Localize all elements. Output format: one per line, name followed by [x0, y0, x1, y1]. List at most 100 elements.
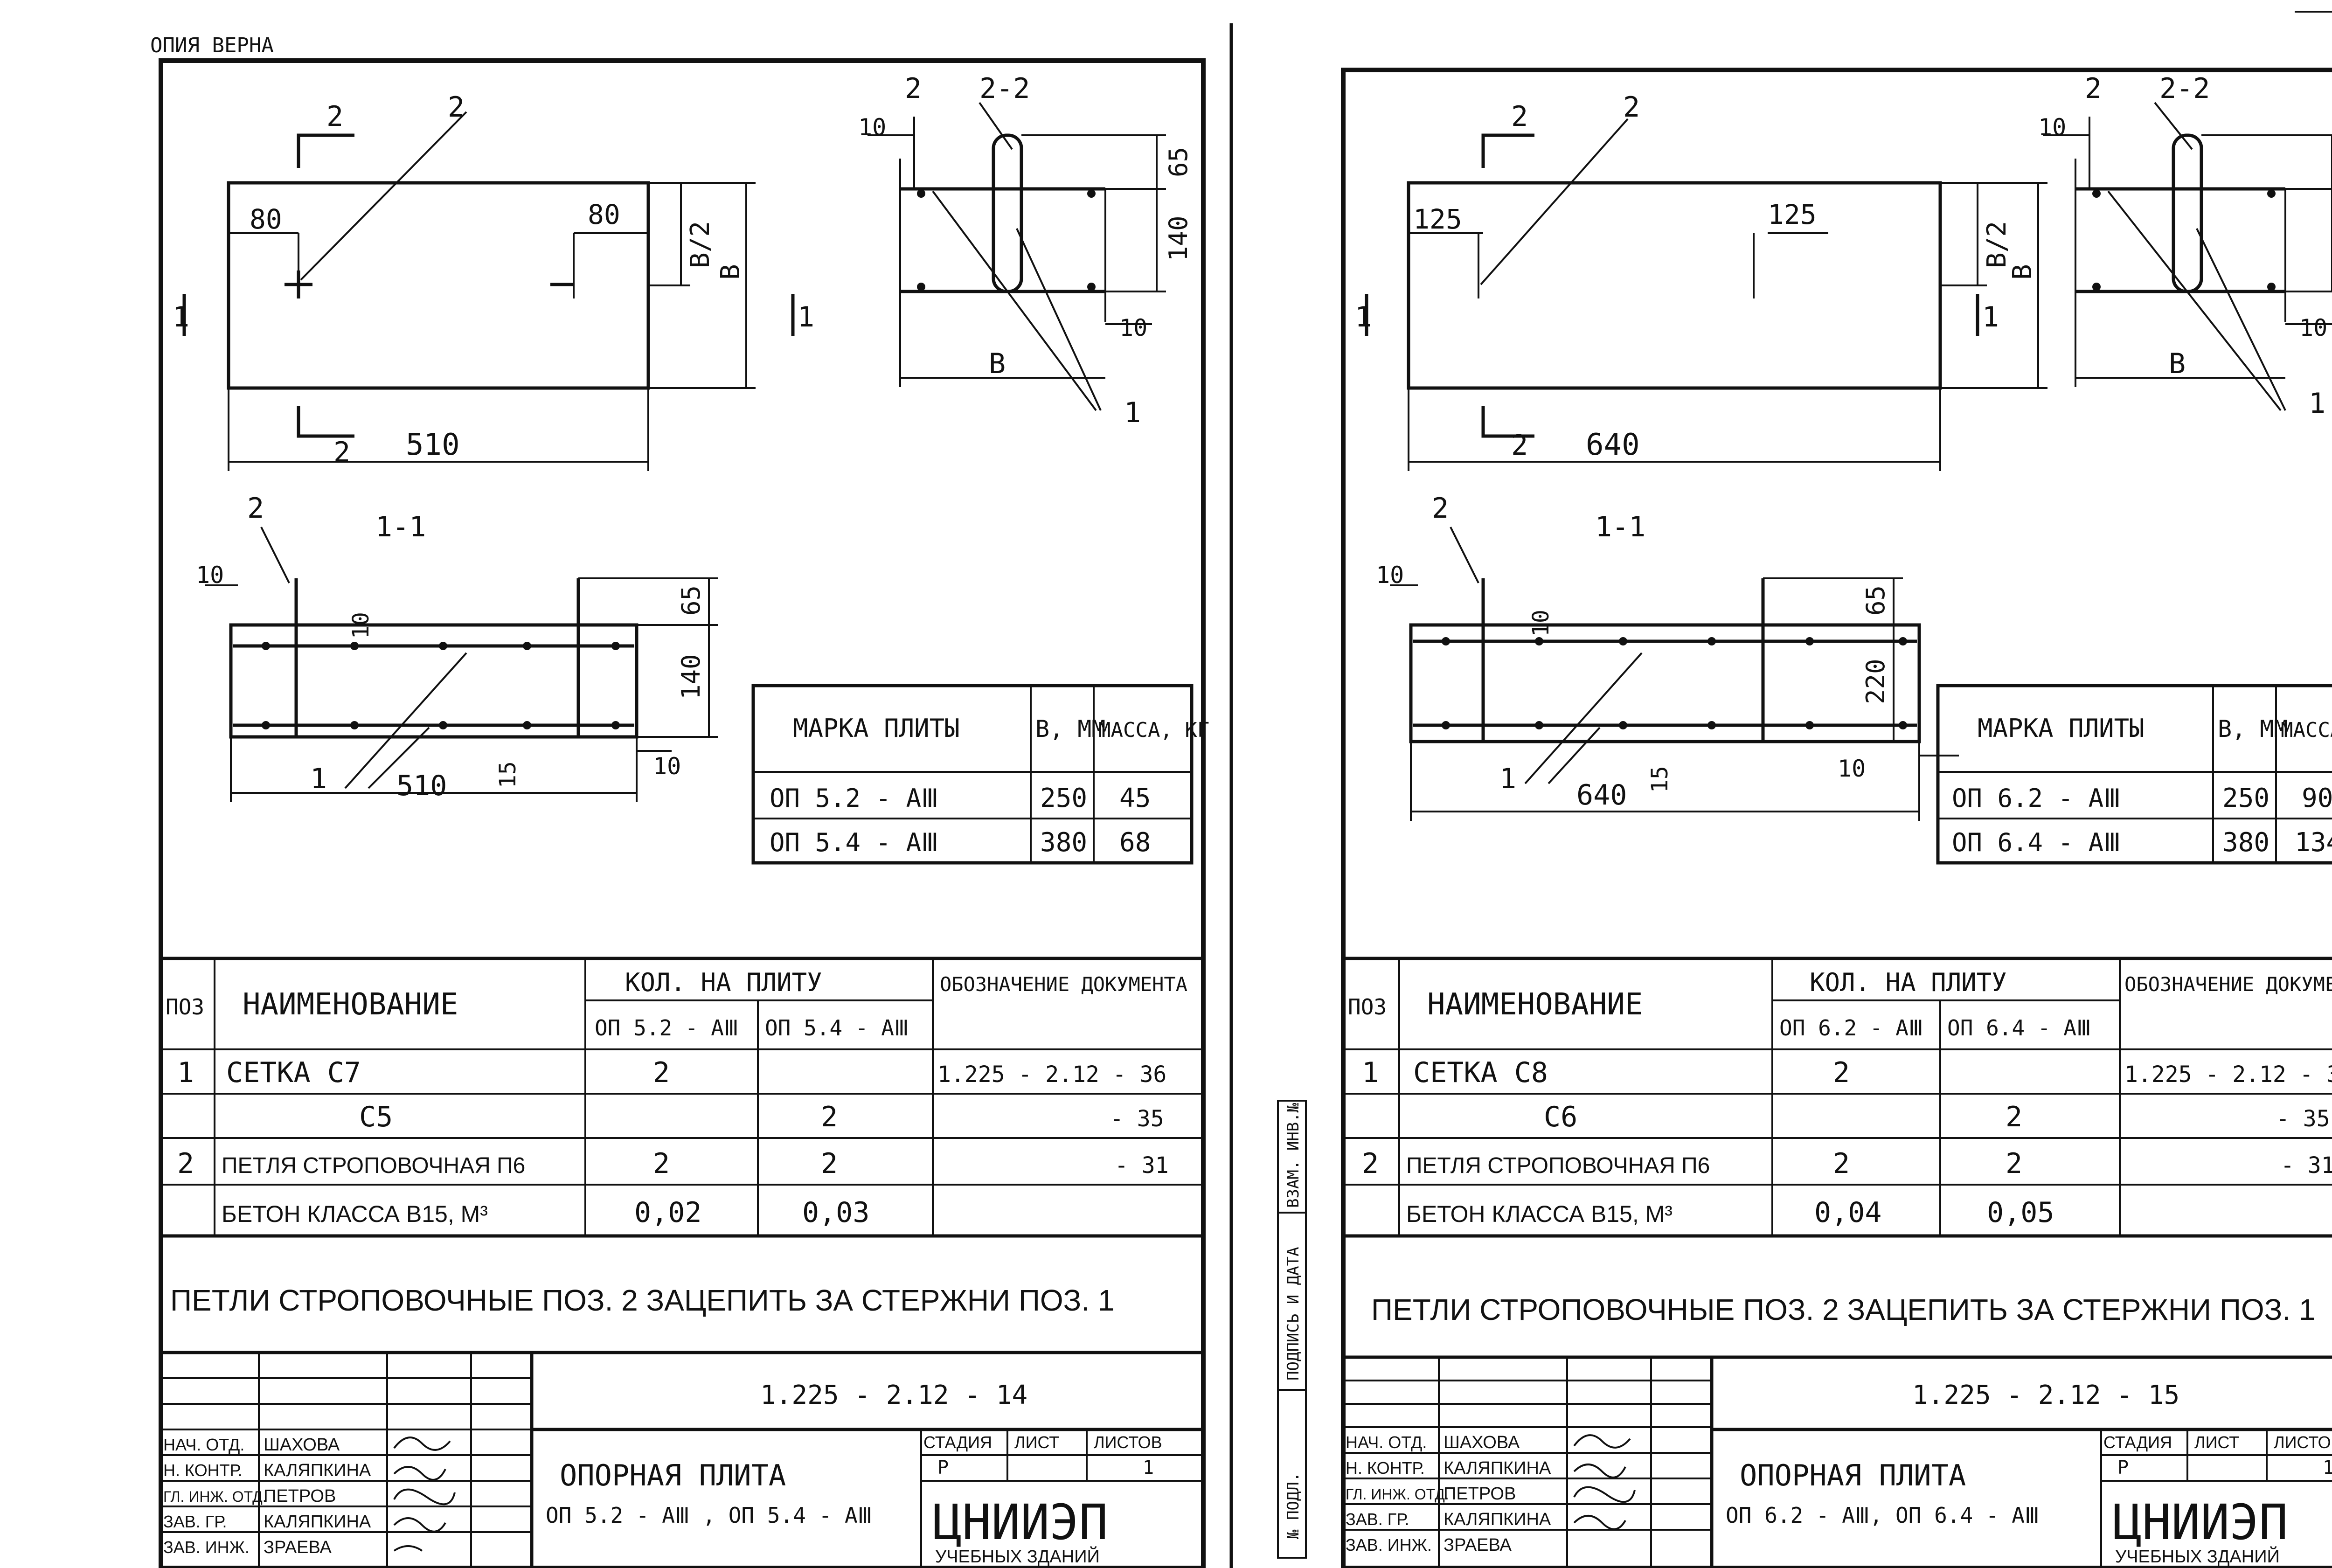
- marks-r2-mark-r: ОП 6.4 - AⅢ: [1952, 828, 2121, 857]
- spec-r1-q1-r: 2: [1833, 1056, 1850, 1089]
- rebar-dot-l-9: [611, 721, 620, 729]
- sheet-right: 2 2 2 125 125 B/2 B 1 1 640: [1341, 68, 2332, 1568]
- note-text-r: ПЕТЛИ СТРОПОВОЧНЫЕ ПОЗ. 2 ЗАЦЕПИТЬ ЗА СТ…: [1371, 1293, 2315, 1326]
- sec22-dot-r-0: [2092, 189, 2101, 198]
- cut-1b-label-r: 1: [1982, 301, 1999, 333]
- sec11-dim-65: 65: [676, 585, 706, 616]
- tb-stage: Р: [937, 1457, 949, 1478]
- sec22-dot-l-1: [1087, 189, 1096, 198]
- tb-org: ЦНИИЭП: [933, 1494, 1108, 1551]
- spec-r2-doc-r: - 35: [2276, 1106, 2330, 1132]
- sec11-length: 510: [396, 770, 447, 802]
- rebar-dot-l-2: [439, 642, 447, 650]
- plan-view: 2 2 2 80 80 B/2 B 1 1 510: [173, 91, 814, 471]
- plan-view-r: 2 2 2 125 125 B/2 B 1 1 640: [1355, 91, 2047, 471]
- marks-h-mass-r: МАССА КГ: [2281, 718, 2332, 742]
- spec-table: ПОЗ НАИМЕНОВАНИЕ КОЛ. НА ПЛИТУ ОП 5.2 - …: [161, 957, 1203, 1238]
- cut-2b-label: 2: [333, 436, 350, 469]
- spec-h-doc: ОБОЗНАЧЕНИЕ ДОКУМЕНТА: [940, 973, 1187, 996]
- sec22-dot-r-1: [2267, 189, 2276, 198]
- marks-table-r: МАРКА ПЛИТЫ B, ММ МАССА КГ ОП 6.2 - AⅢ 2…: [1936, 684, 2332, 865]
- spec-r1-doc-r: 1.225 - 2.12 - 36: [2124, 1062, 2332, 1088]
- sec22-dot-l-3: [1087, 283, 1096, 291]
- spec-r1-pos: 1: [177, 1056, 194, 1089]
- spec-h-doc-r: ОБОЗНАЧЕНИЕ ДОКУМЕНТА: [2124, 973, 2332, 996]
- sec22-dim-bot: 10: [1119, 314, 1147, 341]
- rebar-dot-l-1: [350, 642, 359, 650]
- plan-length-r: 640: [1586, 428, 1640, 462]
- tb-h-sheets: ЛИСТОВ: [1094, 1433, 1162, 1452]
- tb-name-2: КАЛЯПКИНА: [264, 1461, 371, 1480]
- spec-r4-q2: 0,03: [802, 1196, 870, 1229]
- lifting-loop-r: [2172, 133, 2203, 293]
- tb-name-4: КАЛЯПКИНА: [264, 1512, 371, 1532]
- dim-left-r: 125: [1413, 203, 1462, 235]
- marks-r1-mass: 45: [1119, 783, 1151, 813]
- spec-h-qty-r: КОЛ. НА ПЛИТУ: [1810, 968, 2007, 997]
- marks-table: МАРКА ПЛИТЫ B, ММ МАССА, КГ ОП 5.2 - AⅢ …: [751, 684, 1209, 865]
- tb-h-stage: СТАДИЯ: [923, 1433, 992, 1452]
- title-block: 1.225 - 2.12 - 14 НАЧ. ОТД. Н. КОНТР. ГЛ…: [161, 1351, 1203, 1568]
- tb-h-sheet-r: ЛИСТ: [2194, 1433, 2239, 1452]
- tb-role-5: ЗАВ. ИНЖ.: [163, 1538, 250, 1557]
- rebar-dot-r-4: [1805, 637, 1814, 645]
- section-2-2-r: 2-2 2 10 65 220 10 B 1: [2038, 72, 2332, 420]
- spec-r4-q1-r: 0,04: [1814, 1196, 1882, 1229]
- spec-r4-name-r: БЕТОН КЛАССА В15, М³: [1406, 1201, 1673, 1227]
- doc-code: 1.225 - 2.12 - 14: [760, 1380, 1027, 1410]
- tb-title-1: ОПОРНАЯ ПЛИТА: [560, 1458, 786, 1492]
- marks-r1-mark: ОП 5.2 - AⅢ: [770, 784, 938, 813]
- marks-r1-mass-r: 90: [2302, 783, 2332, 813]
- sec11-dim-15-r: 15: [1647, 766, 1673, 793]
- cut-1b-label: 1: [798, 301, 814, 333]
- sec22-dot-l-2: [917, 283, 925, 291]
- sec11-title-r: 1-1: [1595, 511, 1645, 543]
- spec-h-name: НАИМЕНОВАНИЕ: [243, 987, 458, 1022]
- tb-role-4: ЗАВ. ГР.: [163, 1512, 227, 1531]
- sec22-title: 2-2: [979, 72, 1030, 105]
- spec-r2-q2: 2: [821, 1101, 838, 1133]
- sec22-leader-2: 2: [905, 72, 922, 105]
- sec11-dim-top: 10: [348, 612, 374, 639]
- sec11-leader-1-r: 1: [1499, 763, 1516, 795]
- section-1-1-r: 1-1 2 10 10 65 220 15 10 1 640: [1376, 492, 1959, 821]
- spec-h-sub1-r: ОП 6.2 - AⅢ: [1779, 1015, 1923, 1041]
- spec-r2-doc: - 35: [1110, 1106, 1164, 1132]
- section-1-1-outline-r: [1409, 623, 1921, 743]
- rebar-dot-l-7: [439, 721, 447, 729]
- marks-h-mass: МАССА, КГ: [1098, 718, 1209, 742]
- tb-title-2-r: ОП 6.2 - AⅢ, ОП 6.4 - AⅢ: [1726, 1503, 2040, 1528]
- sec11-dim-15: 15: [495, 761, 521, 788]
- sec22-dot-l-0: [917, 189, 925, 198]
- tb-sheet-r: 1: [2323, 1457, 2332, 1478]
- dim-half-B: B/2: [685, 221, 715, 268]
- tb-name-5: ЗРАЕВА: [264, 1538, 332, 1557]
- side-stamp: ВЗАМ. ИНВ.№ ПОДПИСЬ И ДАТА № ПОДЛ.: [1277, 1100, 1307, 1559]
- sec22-dim-bot-r: 10: [2299, 314, 2327, 341]
- sec11-dim-65-r: 65: [1861, 585, 1890, 616]
- cut-1-label: 1: [173, 301, 189, 333]
- marks-r2-mass: 68: [1119, 827, 1151, 858]
- tb-stage-r: Р: [2117, 1457, 2129, 1478]
- spec-r3-name-r: ПЕТЛЯ СТРОПОВОЧНАЯ П6: [1406, 1153, 1710, 1178]
- section-2-2: 2-2 2 10 65 140 10 B 1: [858, 72, 1193, 429]
- marks-r1-mark-r: ОП 6.2 - AⅢ: [1952, 784, 2121, 813]
- sec22-dot-r-2: [2092, 283, 2101, 291]
- rebar-dot-r-3: [1707, 637, 1716, 645]
- tb-h-stage-r: СТАДИЯ: [2103, 1433, 2172, 1452]
- sec11-leader-2-r: 2: [1432, 492, 1449, 525]
- spec-r3-pos: 2: [177, 1147, 194, 1180]
- sec22-dim-top: 10: [858, 114, 886, 141]
- tb-name-5-r: ЗРАЕВА: [1444, 1535, 1512, 1555]
- sec22-leader-1: 1: [1124, 396, 1141, 429]
- spec-h-pos-r: ПОЗ: [1348, 994, 1387, 1020]
- sec22-dim-B: B: [989, 347, 1006, 380]
- marks-h-b: B, ММ: [1035, 715, 1106, 742]
- sec11-dim-h-r: 220: [1861, 659, 1890, 704]
- sec11-dim-left-r: 10: [1376, 562, 1404, 589]
- sec22-dim-B-r: B: [2169, 347, 2186, 380]
- spec-r3-q2-r: 2: [2006, 1147, 2022, 1180]
- marks-h-mark: МАРКА ПЛИТЫ: [793, 714, 960, 743]
- spec-r2-name-r: С6: [1544, 1101, 1577, 1133]
- sec11-dim-left: 10: [196, 562, 224, 589]
